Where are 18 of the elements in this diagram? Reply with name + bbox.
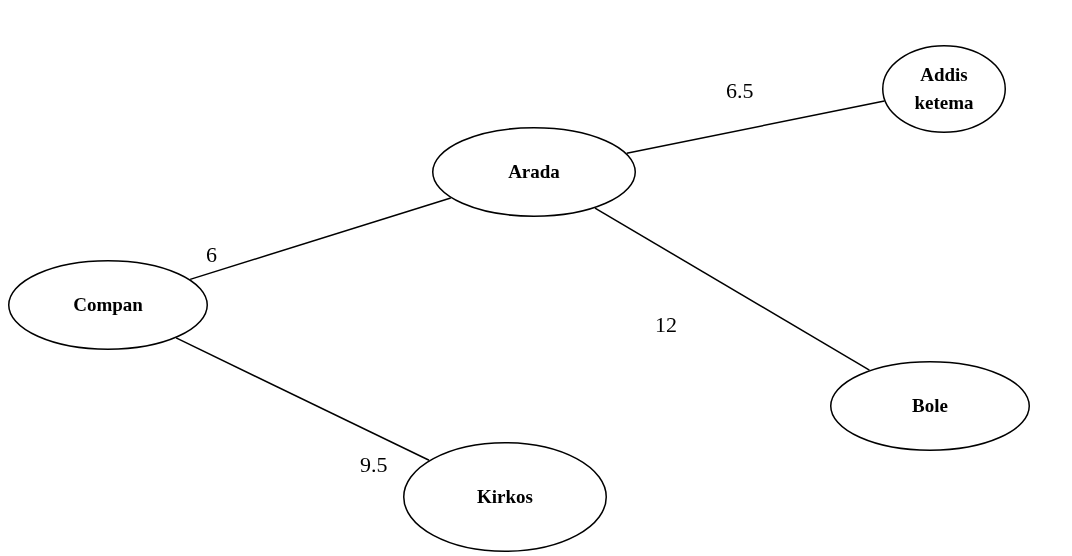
node-label: Bole: [912, 394, 948, 419]
connector-line: [189, 197, 452, 281]
ellipse-node: [432, 127, 636, 217]
node-label: Kirkos: [477, 485, 533, 510]
node-label: Compan: [73, 293, 143, 318]
ellipse-node: [403, 442, 607, 552]
connector-line: [625, 100, 886, 154]
node-label: Arada: [508, 160, 560, 185]
connector-line: [175, 337, 430, 462]
edge-label: 12: [655, 312, 677, 338]
node-label: Addis ketema: [913, 63, 975, 115]
ellipse-node: [830, 361, 1030, 451]
edge-label: 6.5: [726, 78, 754, 104]
connector-line: [594, 207, 871, 371]
ellipse-node: [8, 260, 208, 350]
edge-label: 9.5: [360, 452, 388, 478]
ellipse-node: [882, 45, 1006, 133]
edge-label: 6: [206, 242, 217, 268]
